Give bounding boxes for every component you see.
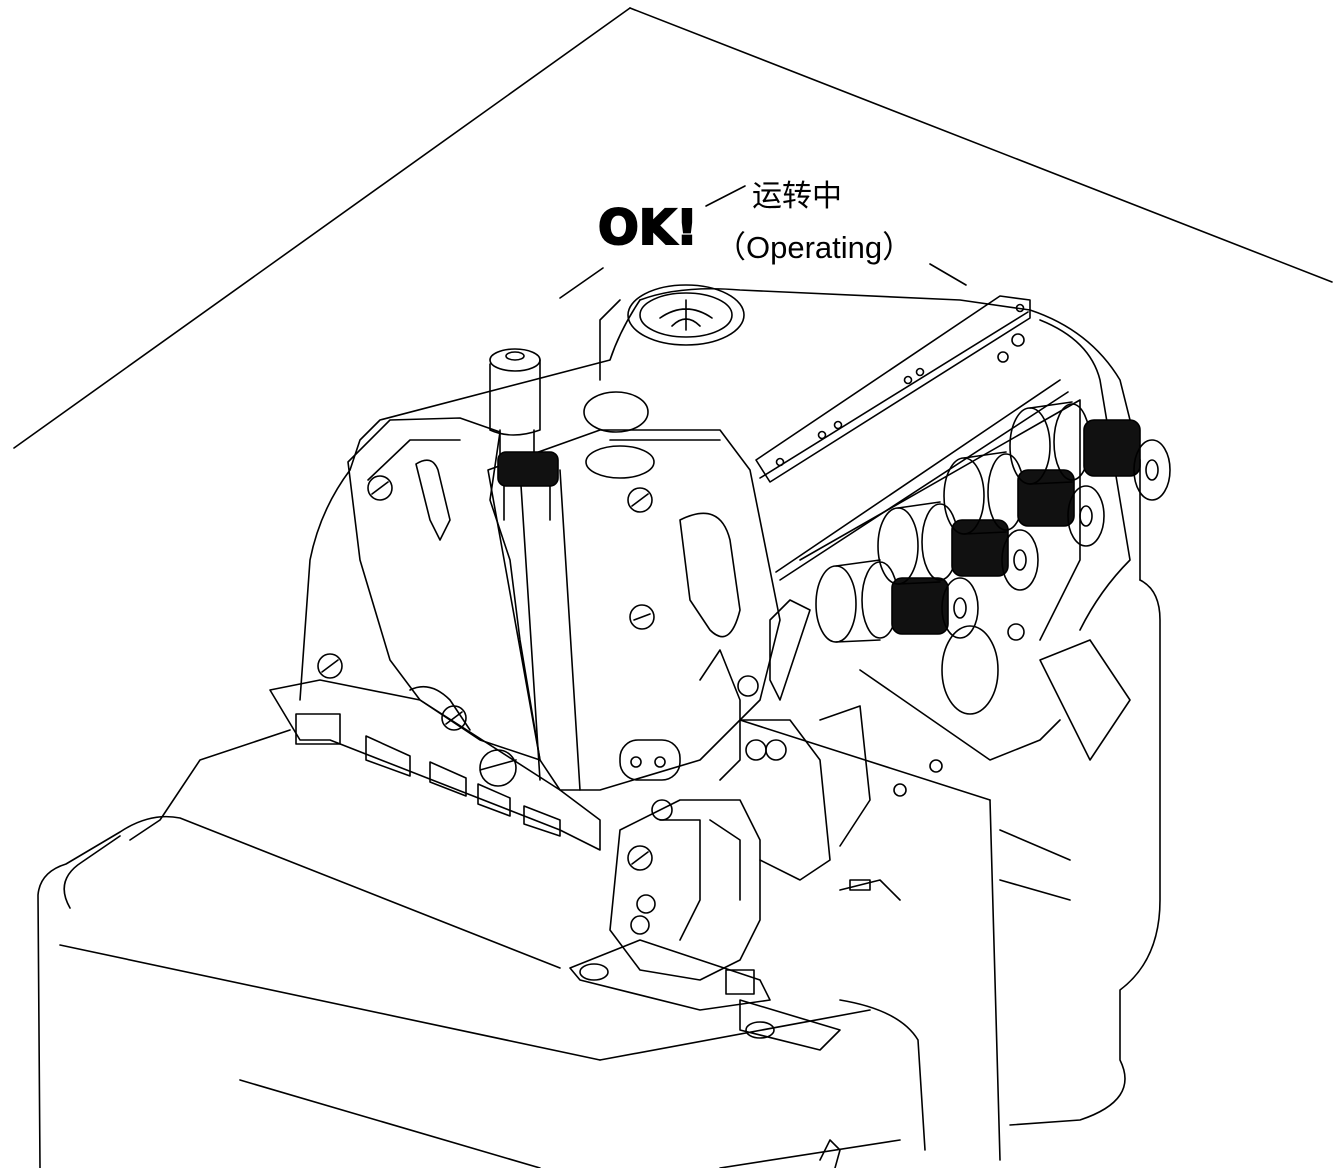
oil-window [941, 625, 999, 715]
upper-looper-housing [487, 391, 781, 791]
front-cover [347, 417, 541, 761]
machine-table [37, 729, 926, 1168]
tension-dial-1 [815, 559, 979, 643]
presser-spindle [489, 348, 559, 521]
tension-dial-4 [1009, 401, 1171, 501]
operating-label-en: （Operating） [715, 230, 914, 265]
adjust-hole [1007, 623, 1025, 641]
thread-guide-rail [755, 295, 1069, 581]
side-screw [819, 1139, 841, 1168]
ok-label: OK! [597, 200, 699, 256]
material-guide-bracket [269, 653, 601, 851]
needle-and-presser-foot [569, 599, 943, 1051]
tension-dial-2 [877, 501, 1039, 591]
callout-leaders [559, 185, 967, 299]
brand-emblem [627, 284, 745, 346]
machine-body [299, 287, 1161, 1161]
operating-label-cn: 运转中 [752, 179, 842, 214]
thread-tension-dials [815, 401, 1171, 643]
safety-cover-outline [13, 7, 1333, 449]
